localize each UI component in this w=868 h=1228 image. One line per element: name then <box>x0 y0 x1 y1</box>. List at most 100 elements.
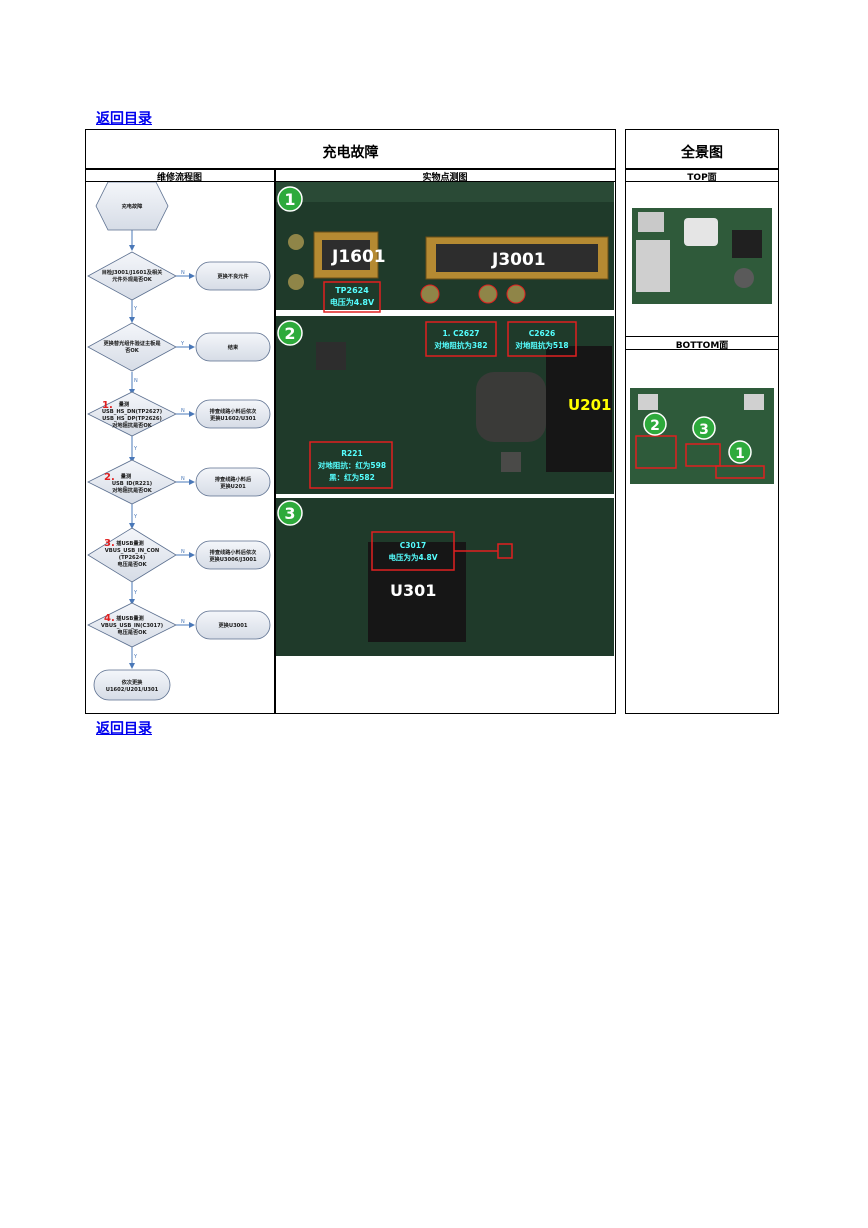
flow-action-6 <box>195 610 271 640</box>
flow-no-1: N <box>181 270 185 276</box>
flow-a6-label: 更换U3001 <box>218 621 247 629</box>
flow-d3-line4: 对地阻抗是否OK <box>112 421 153 429</box>
main-header-divider <box>85 181 616 182</box>
flow-d6-line2: VBUS_USB_IN(C3017) <box>101 623 163 629</box>
pcb-photo-3: 3 C3017 电压为为4.8V U301 <box>276 498 614 656</box>
flow-step-num-3: 3. <box>104 538 115 549</box>
side-mid-divider-1 <box>625 336 779 337</box>
flow-a3-line2: 更换U1602/U301 <box>210 414 256 422</box>
flow-start-shape <box>95 182 169 231</box>
flow-action-5 <box>195 540 271 570</box>
back-to-index-link-top[interactable]: 返回目录 <box>96 111 152 127</box>
flow-decision-3 <box>87 391 177 437</box>
pcb-panel-1-number: 1 <box>284 190 295 209</box>
flow-d3-line2: USB_HS_DN(TP2627) <box>102 409 162 415</box>
flow-step-num-4: 4. <box>104 613 115 624</box>
flow-d5-line2: VBUS_USB_IN_CON <box>105 548 159 554</box>
flow-yes-3: Y <box>133 446 138 452</box>
flow-d1-line1: 目检J3001/J1601及相关 <box>102 268 163 276</box>
flow-a5-line1: 排查线路小料后依次 <box>210 548 258 556</box>
pcb-r221-line1: R221 <box>341 449 362 458</box>
pcb-label-u301: U301 <box>390 581 436 600</box>
flow-d2-line2: 否OK <box>125 346 140 354</box>
flow-no-3: N <box>181 408 185 414</box>
pcb-c2627-line1: 1. C2627 <box>442 329 479 338</box>
flow-a2-label: 结束 <box>228 343 239 351</box>
flow-d2-line1: 更换替光组件验证主板是 <box>103 339 161 347</box>
pcb-panel-3-number: 3 <box>284 504 295 523</box>
pcb-photo-panel: 1 J1601 J3001 TP2624 电压为4.8V 2 1. C2627 … <box>276 182 614 656</box>
col-header-photo: 实物点测图 <box>422 173 468 183</box>
flow-yes-2: N <box>134 378 138 384</box>
side-top-label: TOP面 <box>687 173 717 183</box>
flow-d1-line2: 元件外观是否OK <box>112 275 153 283</box>
pcb-r221-line2: 对地阻抗：红为598 <box>318 460 386 470</box>
repair-flowchart: N Y N N N N Y N Y Y Y Y 充电故障 目检J3001/J16… <box>87 182 271 701</box>
board-bottom-mark-1: 1 <box>735 446 745 462</box>
flow-decision-4 <box>87 459 177 505</box>
pcb-panel-2-number: 2 <box>284 324 295 343</box>
flow-action-3 <box>195 399 271 429</box>
board-bottom-mark-2: 2 <box>650 418 660 434</box>
flow-a1-label: 更换不良元件 <box>217 272 249 280</box>
pcb-tp2624-line2: 电压为4.8V <box>330 297 375 307</box>
main-title: 充电故障 <box>322 145 379 161</box>
pcb-c2626-line2: 对地阻抗为518 <box>515 340 568 350</box>
flow-decision-2 <box>87 322 177 372</box>
flow-decision-5 <box>87 527 177 583</box>
flow-yes-5: Y <box>133 590 138 596</box>
back-to-index-link-bottom[interactable]: 返回目录 <box>96 721 152 737</box>
flow-yes-6: Y <box>133 654 138 660</box>
board-top-image <box>632 208 772 304</box>
side-title-divider <box>625 168 779 170</box>
flow-action-2 <box>195 332 271 362</box>
flow-a3-line1: 排查线路小料后依次 <box>210 407 258 415</box>
flow-d4-line1: 量测 <box>121 472 131 480</box>
flow-no-4: N <box>181 476 185 482</box>
flow-d6-line1: 插USB量测 <box>116 614 143 622</box>
flow-d5-line1: 插USB量测 <box>116 539 143 547</box>
side-top-divider <box>625 181 779 182</box>
flow-a5-line2: 更换U3006/J3001 <box>209 555 257 563</box>
pcb-label-u201: U201 <box>568 396 612 414</box>
board-bottom-mark-3: 3 <box>699 422 709 438</box>
flow-yes-4: Y <box>133 514 138 520</box>
flow-d4-line3: 对地阻抗是否OK <box>112 486 153 494</box>
flow-d5-line3: (TP2624) <box>119 555 146 561</box>
flow-no-6: N <box>181 619 185 625</box>
pcb-photo-1: 1 J1601 J3001 TP2624 电压为4.8V <box>276 182 614 313</box>
flow-no-2: Y <box>180 341 185 347</box>
flow-decision-6 <box>87 602 177 648</box>
pcb-c2626-line1: C2626 <box>529 329 555 338</box>
flow-decision-1 <box>87 251 177 301</box>
flow-action-1 <box>195 261 271 291</box>
col-header-flow: 维修流程图 <box>156 173 202 183</box>
flow-a4-line2: 更换U201 <box>220 482 246 490</box>
flow-end-line1: 依次更换 <box>122 678 144 686</box>
side-bottom-label: BOTTOM面 <box>675 341 729 351</box>
flow-d3-line1: 量测 <box>119 400 129 408</box>
flow-start-label: 充电故障 <box>122 202 144 210</box>
board-bottom-image: 2 3 1 <box>630 388 774 484</box>
flow-end-line2: U1602/U201/U301 <box>106 687 159 693</box>
pcb-photo-2: 2 1. C2627 对地阻抗为382 C2626 对地阻抗为518 U201 … <box>276 316 614 494</box>
pcb-r221-line3: 黑：红为582 <box>329 472 375 482</box>
flow-d4-line2: USB_ID(R221) <box>112 481 152 487</box>
flow-action-4 <box>195 467 271 497</box>
flow-d5-line4: 电压是否OK <box>117 560 147 568</box>
side-mid-divider-2 <box>625 349 779 350</box>
pcb-c2627-line2: 对地阻抗为382 <box>434 340 487 350</box>
flow-end-shape <box>93 669 171 701</box>
flow-d3-line3: USB_HS_DP(TP2626) <box>102 416 162 422</box>
pcb-label-j3001: J3001 <box>491 250 546 270</box>
pcb-c3017-line1: C3017 <box>400 541 426 550</box>
side-title: 全景图 <box>681 145 723 161</box>
flow-yes-1: Y <box>133 306 138 312</box>
main-col-divider <box>274 168 276 714</box>
pcb-label-j1601: J1601 <box>331 247 386 267</box>
flow-a4-line1: 排查线路小料后 <box>215 475 252 483</box>
flow-step-num-2: 2. <box>104 472 115 483</box>
flow-step-num-1: 1. <box>102 400 113 411</box>
main-title-divider <box>85 168 616 170</box>
pcb-tp2624-line1: TP2624 <box>335 286 369 295</box>
